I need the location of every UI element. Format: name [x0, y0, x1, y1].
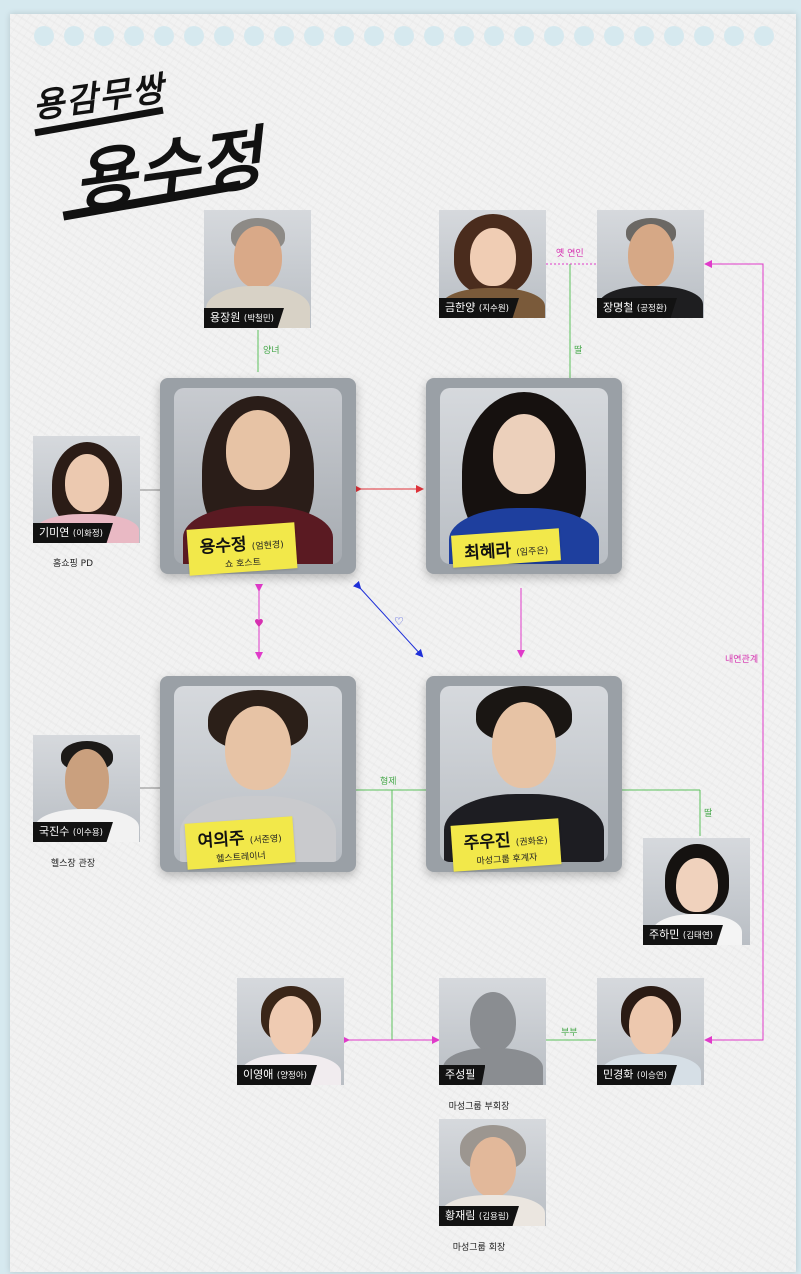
notebook-hole: [634, 26, 654, 46]
character-name: 민경화: [603, 1068, 634, 1081]
notebook-hole: [94, 26, 114, 46]
notebook-hole: [484, 26, 504, 46]
name-label: 민경화 (이승연): [597, 1065, 677, 1085]
character-role: 홈쇼핑 PD: [52, 559, 94, 569]
notebook-hole: [694, 26, 714, 46]
actor-name: (김태연): [682, 931, 713, 941]
character-name: 국진수: [39, 825, 70, 838]
character-name: 최혜라: [463, 540, 512, 564]
character-name: 금한양: [445, 301, 476, 314]
name-label: 이영애 (양정아): [237, 1065, 317, 1085]
actor-name: (이화정): [72, 529, 103, 539]
actor-name: (이수용): [72, 828, 103, 838]
notebook-hole: [574, 26, 594, 46]
notebook-hole: [454, 26, 474, 46]
character-name: 기미연: [39, 526, 70, 539]
notebook-hole: [334, 26, 354, 46]
notebook-hole: [274, 26, 294, 46]
actor-name: (양정아): [276, 1071, 307, 1081]
notebook-hole: [544, 26, 564, 46]
character-name: 주성필: [445, 1068, 476, 1081]
notebook-hole: [34, 26, 54, 46]
name-label: 국진수 (이수용): [33, 822, 113, 842]
name-label: 용장원 (박철민): [204, 308, 284, 328]
notebook-hole: [394, 26, 414, 46]
actor-name: (이승연): [636, 1071, 667, 1081]
actor-name: (권화운): [515, 836, 549, 849]
notebook-hole: [664, 26, 684, 46]
name-tape: 용수정 (엄현경) 쇼 호스트: [186, 522, 298, 576]
side-card-gi-miyeon[interactable]: 기미연 (이화정): [33, 436, 140, 543]
relation-label: 내연관계: [725, 655, 759, 665]
notebook-hole: [124, 26, 144, 46]
side-card-yong-jangwon[interactable]: 용장원 (박철민): [204, 210, 311, 328]
character-name: 용장원: [210, 311, 241, 324]
portrait: [174, 388, 342, 564]
name-label: 기미연 (이화정): [33, 523, 113, 543]
actor-name: (김용림): [478, 1212, 509, 1222]
heart-outline-icon: ♡: [394, 615, 404, 628]
actor-name: (임주은): [516, 546, 549, 559]
name-label: 금한양 (지수원): [439, 298, 519, 318]
actor-name: (지수원): [478, 304, 509, 314]
side-card-ju-hamin[interactable]: 주하민 (김태연): [643, 838, 750, 945]
notebook-hole: [424, 26, 444, 46]
character-name: 이영애: [243, 1068, 274, 1081]
name-tape: 주우진 (권화운) 마성그룹 후계자: [450, 818, 562, 872]
actor-name: (엄현경): [251, 540, 285, 553]
side-card-ju-seongpil[interactable]: 주성필: [439, 978, 546, 1085]
relation-label: 양녀: [263, 346, 280, 356]
name-label: 황재림 (김용림): [439, 1206, 519, 1226]
notebook-hole: [724, 26, 744, 46]
relation-label: 부부: [561, 1028, 578, 1038]
side-card-jang-myeongcheol[interactable]: 장명철 (공정환): [597, 210, 704, 318]
notebook-hole: [304, 26, 324, 46]
notebook-hole: [154, 26, 174, 46]
side-card-hwang-jaerim[interactable]: 황재림 (김용림): [439, 1119, 546, 1226]
name-tape: 여의주 (서준영) 헬스트레이너: [184, 816, 296, 870]
character-name: 여의주: [197, 828, 246, 852]
heart-icon: ♥: [254, 617, 264, 630]
notebook-hole: [184, 26, 204, 46]
notebook-hole: [214, 26, 234, 46]
name-label: 주성필: [439, 1065, 486, 1085]
relation-label: 형제: [380, 777, 397, 787]
character-role: 마성그룹 회장: [452, 1243, 506, 1253]
main-card-choi-hyera[interactable]: [426, 378, 622, 574]
notebook-hole: [244, 26, 264, 46]
notebook-hole: [64, 26, 84, 46]
notebook-hole: [604, 26, 624, 46]
character-name: 용수정: [199, 534, 248, 558]
silhouette-icon: [469, 992, 516, 1052]
side-card-lee-yeongae[interactable]: 이영애 (양정아): [237, 978, 344, 1085]
character-name: 장명철: [603, 301, 634, 314]
notebook-hole: [754, 26, 774, 46]
character-name: 주하민: [649, 928, 680, 941]
main-card-yong-sujeong[interactable]: [160, 378, 356, 574]
name-label: 주하민 (김태연): [643, 925, 723, 945]
notebook-hole: [364, 26, 384, 46]
character-name: 황재림: [445, 1209, 476, 1222]
actor-name: (서준영): [249, 834, 283, 847]
character-role: 마성그룹 부회장: [448, 1102, 510, 1112]
side-card-guk-jinsu[interactable]: 국진수 (이수용): [33, 735, 140, 842]
actor-name: (공정환): [636, 304, 667, 314]
name-label: 장명철 (공정환): [597, 298, 677, 318]
relation-label: 딸: [574, 346, 583, 356]
notebook-holes: [34, 26, 794, 52]
side-card-min-gyeonghwa[interactable]: 민경화 (이승연): [597, 978, 704, 1085]
character-name: 주우진: [463, 830, 512, 854]
notebook-hole: [514, 26, 534, 46]
actor-name: (박철민): [243, 314, 274, 324]
character-role: 헬스장 관장: [50, 859, 96, 869]
side-card-geum-hanyang[interactable]: 금한양 (지수원): [439, 210, 546, 318]
relation-label: 딸: [704, 809, 713, 819]
relation-label: 옛 연인: [556, 249, 584, 259]
